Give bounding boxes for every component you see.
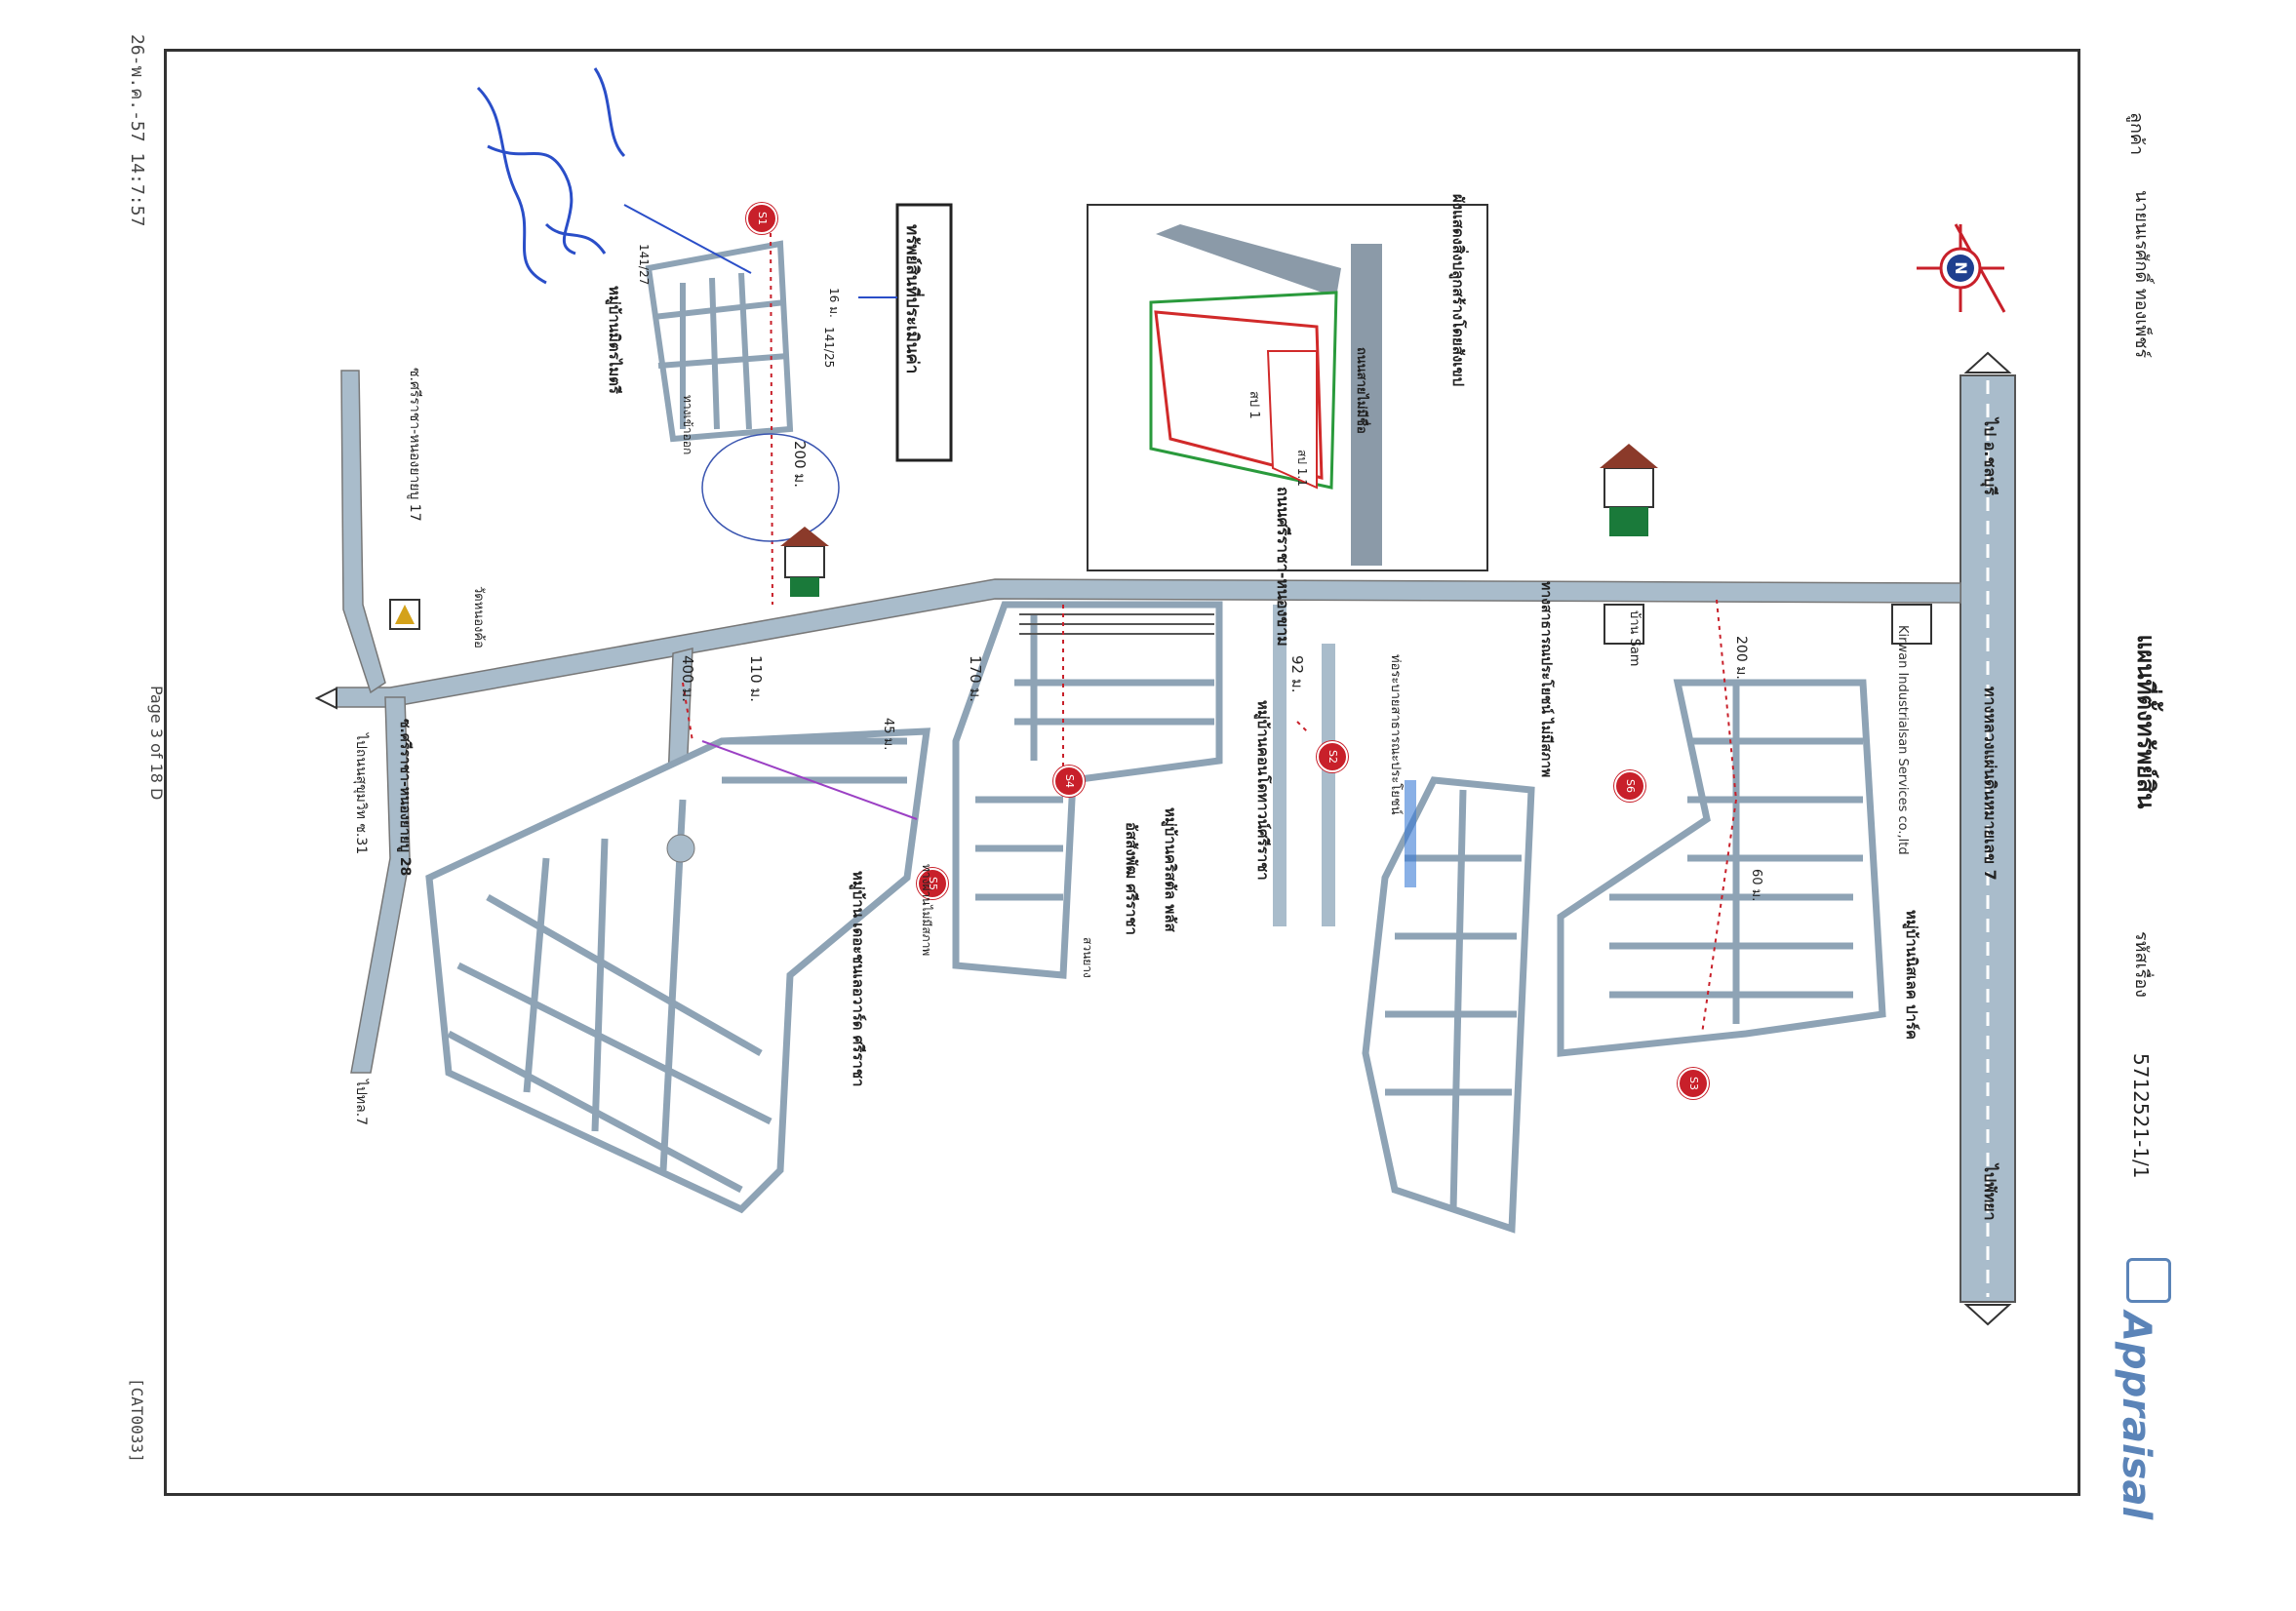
condo-village-label: หมู่บ้านคอนโดทาวน์ศรีราชา <box>1254 700 1272 881</box>
header-band <box>2078 49 2200 1496</box>
crystal-plus-subdivision <box>952 601 1223 979</box>
mitri-village-label: หมู่บ้านมิตรไมตรี <box>606 286 623 394</box>
garden-park-subdivision <box>1557 679 1886 1057</box>
access-way-label: ทางเข้าออก <box>681 395 694 455</box>
condo-town-subdivision <box>1362 776 1535 1234</box>
route-lines <box>682 599 1737 1035</box>
customer-label: ลูกค้า <box>2126 112 2147 156</box>
garden-park-label: หมู่บ้านนิสเลค ปาร์ค <box>1903 910 1920 1040</box>
temple-icon <box>389 599 420 630</box>
kirwan-label: Kirwan Industrialsan Services co.,ltd <box>1895 625 1910 855</box>
boulevard-subdivision <box>425 727 931 1214</box>
marker-s4: S4 <box>1053 766 1085 797</box>
public-reservoir-label: ท่อระบายสาธารณะประโยชน์ <box>1388 654 1403 815</box>
ref-label: รหัสเรื่อง <box>2131 931 2152 998</box>
sangwan-village-label: อัสสังพัฒ ศรีราชา <box>1123 822 1140 935</box>
temple-label: วัดหนองค้อ <box>471 586 486 648</box>
highway-7 <box>1960 351 2016 1326</box>
distance-200-asset: 200 ม. <box>791 441 809 489</box>
distance-110: 110 ม. <box>747 655 765 703</box>
land-plot-label: สวนยาง <box>1081 937 1094 978</box>
brand-logo-text: Appraisal <box>2114 1312 2158 1520</box>
brand-logo-icon <box>2126 1258 2171 1303</box>
row-houses <box>1019 613 1214 635</box>
distance-92: 92 ม. <box>1288 655 1306 693</box>
baan-sam-label: บ้าน Sam <box>1627 610 1642 667</box>
arrow-down-icon <box>1963 1304 2012 1326</box>
marker-s6: S6 <box>1614 770 1645 802</box>
signature <box>476 67 626 285</box>
compass-label: N <box>1952 261 1970 275</box>
ref-number: 5712521-1/1 <box>2129 1053 2153 1179</box>
alley-28-label: ซ.ศรีราชา-หนองยายบู 28 <box>397 719 413 877</box>
arrow-up-icon <box>1963 351 2012 373</box>
marker-s1: S1 <box>746 203 777 234</box>
to-chonburi-label: ไป อ.ชลบุรี <box>1981 418 1999 495</box>
alley-17-label: ซ.ศรีราชา-หนองยายบู 17 <box>407 368 422 522</box>
legend-box <box>1603 604 1644 645</box>
parcel-141-25: 141/25 <box>822 327 836 369</box>
distance-45: 45 ม. <box>881 718 895 751</box>
asset-label: ทรัพย์สินที่ประเมินค่า <box>902 224 922 374</box>
road-92 <box>1273 605 1335 926</box>
distance-400: 400 ม. <box>679 655 696 703</box>
distance-200-kirwan: 200 ม. <box>1733 636 1749 680</box>
asset-block <box>645 240 794 443</box>
house-icon <box>1600 444 1658 536</box>
legend-box <box>1891 604 1932 645</box>
compass-icon <box>1917 223 2006 313</box>
customer-name: นายนเรศักดิ์ ทองเพ็ชร์ <box>2131 190 2152 359</box>
to-sukhumvit-label: ไปถนนสุขุมวิท ซ.31 <box>353 733 369 855</box>
canal-label: ทางผ่านไม่มีสภาพ <box>920 864 933 957</box>
parcel-141-27: 141/27 <box>637 244 651 286</box>
marker-s2: S2 <box>1317 741 1348 772</box>
asset-box <box>895 203 953 462</box>
plan-label-1: สป 1 <box>1247 391 1261 419</box>
highway-label: ทางหลวงแผ่นดินหมายเลข 7 <box>1981 687 1999 881</box>
marker-s3: S3 <box>1678 1068 1709 1099</box>
to-pattaya-label: ไปพัทยา <box>1981 1164 1999 1221</box>
map-title: แผนที่ตั้งทรัพย์สิน <box>2132 634 2159 809</box>
parcel-width: 16 ม. <box>827 288 841 318</box>
distance-170: 170 ม. <box>967 655 984 703</box>
arrow-left-icon <box>314 687 337 710</box>
building-plan-title: ผังแสดงสิ่งปลูกสร้างโดยสังเขป <box>1449 194 1467 387</box>
plan-label-11: สป 1.1 <box>1295 450 1309 487</box>
no-name-road-label: ถนนสายไม่มีชื่อ <box>1354 347 1368 434</box>
public-way-label: ทางสาธารณประโยชน์ ไม่มีสภาพ <box>1538 581 1554 778</box>
distance-60: 60 ม. <box>1749 869 1763 902</box>
to-route7-label: ไปทล.7 <box>353 1080 369 1126</box>
sriracha-nongkham-road <box>314 578 1961 710</box>
building-plan-inset <box>1087 204 1488 571</box>
crystal-village-label: หมู่บ้านคริสตัล พลัส <box>1162 807 1179 932</box>
country-village-label: หมู่บ้าน เดอะชนเลอวาร์ด ศรีราชา <box>850 871 867 1087</box>
house-icon-asset <box>780 527 829 597</box>
